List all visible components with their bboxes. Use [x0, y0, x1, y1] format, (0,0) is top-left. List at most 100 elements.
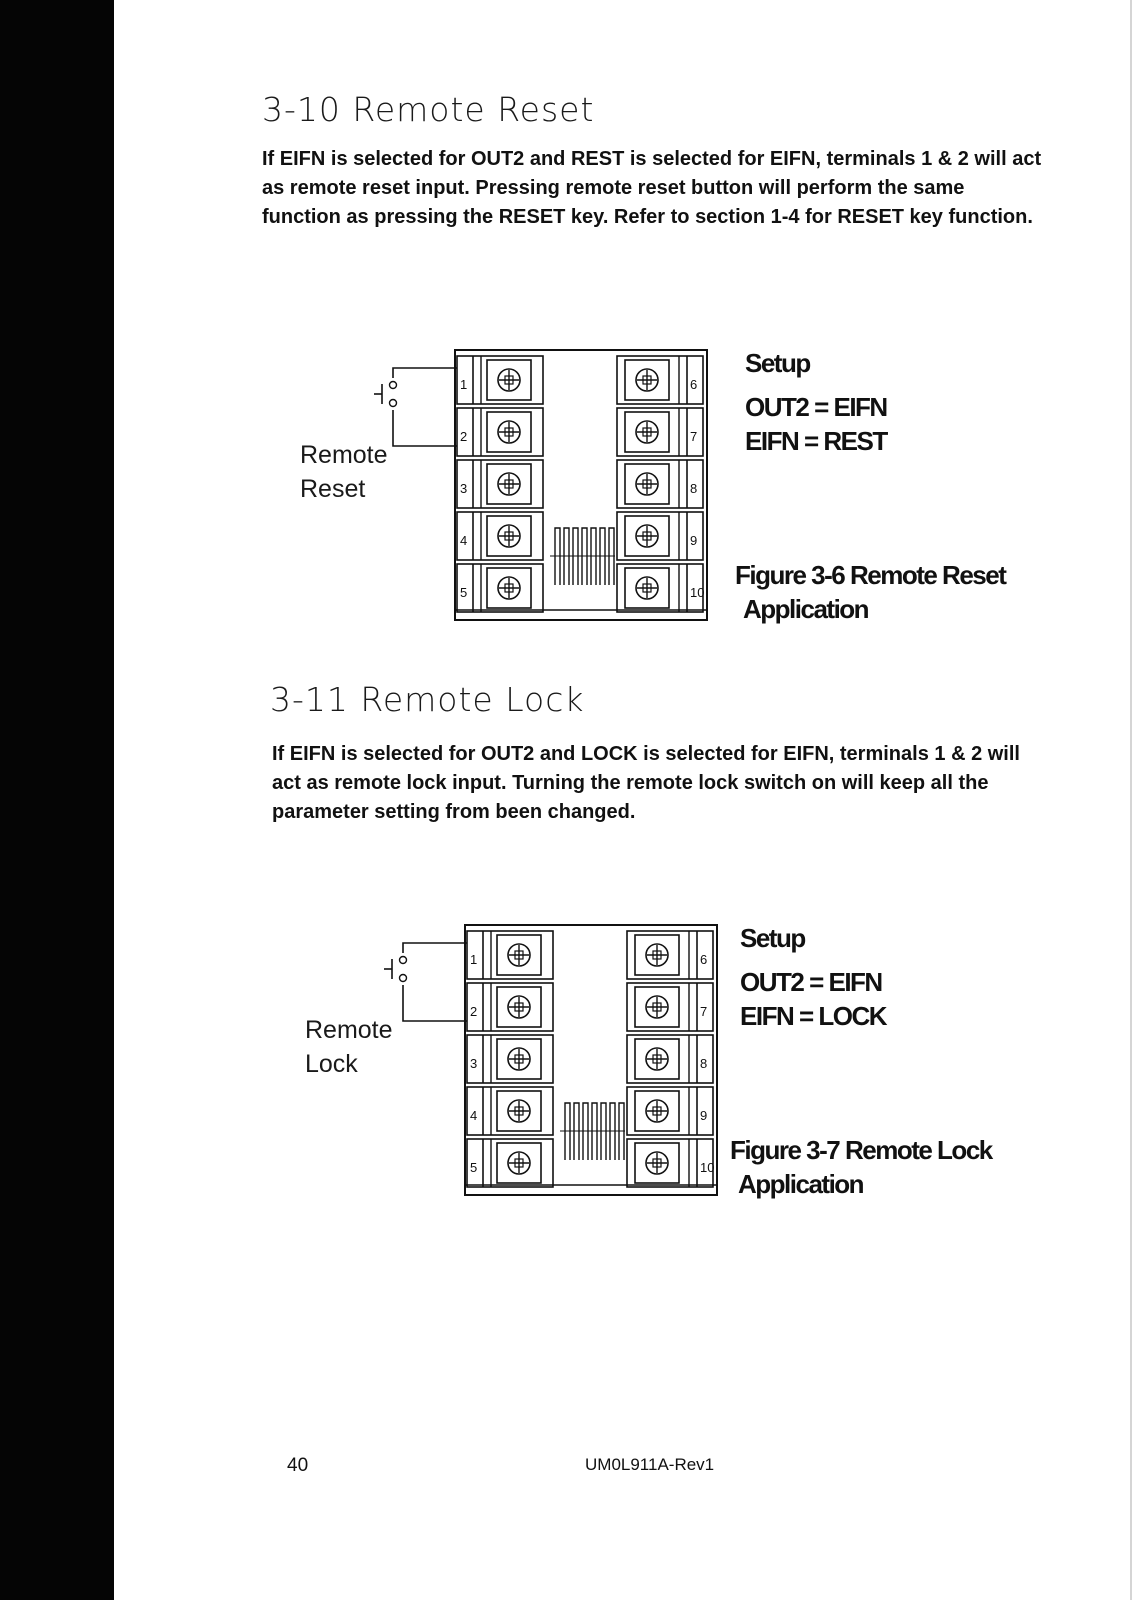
terminal-cell: [466, 1086, 554, 1136]
screw-icon: [635, 472, 659, 496]
setup-line: EIFN = LOCK: [740, 1001, 888, 1031]
terminal-number: 6: [700, 952, 707, 967]
pushbutton-switch-wiring: [384, 942, 467, 1022]
pushbutton-switch-wiring: [374, 367, 457, 447]
setup-title: Setup: [740, 923, 806, 953]
terminal-number: 7: [690, 429, 697, 444]
figure-caption-remote-lock: Figure 3-7 Remote Lock Application: [730, 1133, 993, 1201]
switch-contact: [398, 973, 408, 983]
terminal-number: 5: [460, 585, 467, 600]
terminal-cell: [616, 511, 704, 561]
terminal-number: 9: [690, 533, 697, 548]
caption-line: Application: [743, 594, 870, 624]
terminal-number: 3: [470, 1056, 477, 1071]
setup-line: OUT2 = EIFN: [740, 967, 883, 997]
screw-icon: [507, 1099, 531, 1123]
terminal-cell: [466, 1034, 554, 1084]
screw-icon: [635, 368, 659, 392]
terminal-cell: [466, 1138, 554, 1188]
section-heading-remote-lock: 3-11 Remote Lock: [270, 680, 585, 719]
switch-label-line: Reset: [300, 475, 366, 503]
figure-caption-remote-reset: Figure 3-6 Remote Reset Application: [735, 558, 1007, 626]
switch-label-remote-reset: Remote Reset: [300, 438, 388, 506]
scan-edge-line: [1130, 0, 1132, 1600]
terminal-cell: [626, 930, 714, 980]
remote-lock-wiring-diagram: 1 6 2 7 3 8 4 9 5 10: [384, 924, 718, 1196]
screw-icon: [497, 368, 521, 392]
terminal-block: 1 6 2 7 3 8 4 9 5 10: [464, 924, 718, 1196]
terminal-cell: [626, 1086, 714, 1136]
setup-block-remote-lock: Setup OUT2 = EIFN EIFN = LOCK: [740, 921, 888, 1033]
setup-title: Setup: [745, 348, 811, 378]
terminal-cell: [466, 982, 554, 1032]
terminal-cell: [616, 355, 704, 405]
screw-icon: [507, 1151, 531, 1175]
screw-icon: [645, 1151, 669, 1175]
section-reference: section 1-4: [695, 206, 800, 228]
terminal-cell: [466, 930, 554, 980]
section-paragraph-remote-lock: If EIFN is selected for OUT2 and LOCK is…: [272, 743, 1020, 823]
screw-icon: [635, 576, 659, 600]
caption-line: Figure 3-7 Remote Lock: [730, 1135, 993, 1165]
terminal-cell: [456, 459, 544, 509]
terminal-number: 1: [470, 952, 477, 967]
para-text: for RESET key function.: [799, 206, 1033, 228]
figure-remote-lock: 1 6 2 7 3 8 4 9 5 10 Remote Lock Setup OUT2 = EIF…: [300, 915, 1040, 1215]
terminal-number: 8: [690, 481, 697, 496]
terminal-block-outline: [454, 349, 708, 621]
setup-line: OUT2 = EIFN: [745, 392, 888, 422]
terminal-number: 1: [460, 377, 467, 392]
screw-icon: [645, 1047, 669, 1071]
terminal-number: 2: [460, 429, 467, 444]
terminal-number: 9: [700, 1108, 707, 1123]
switch-label-line: Lock: [305, 1050, 358, 1078]
screw-icon: [645, 943, 669, 967]
terminal-cell: [456, 511, 544, 561]
setup-line: EIFN = REST: [745, 426, 888, 456]
terminal-cell: [626, 1034, 714, 1084]
terminal-number: 4: [470, 1108, 477, 1123]
scan-border: [0, 0, 114, 1600]
switch-contact: [388, 398, 398, 408]
para-text: If EIFN is selected for OUT2 and REST is…: [262, 148, 1042, 228]
screw-icon: [507, 1047, 531, 1071]
terminal-number: 4: [460, 533, 467, 548]
section-paragraph-remote-reset: If EIFN is selected for OUT2 and REST is…: [262, 145, 1042, 232]
vent-slots: [550, 527, 615, 585]
vent-slots: [560, 1102, 625, 1160]
screw-icon: [507, 995, 531, 1019]
switch-label-remote-lock: Remote Lock: [305, 1013, 393, 1081]
setup-block-remote-reset: Setup OUT2 = EIFN EIFN = REST: [745, 346, 888, 458]
terminal-number: 7: [700, 1004, 707, 1019]
terminal-cell: [616, 459, 704, 509]
terminal-cell: [456, 563, 544, 613]
terminal-cell: [456, 355, 544, 405]
screw-icon: [507, 943, 531, 967]
terminal-cell: [456, 407, 544, 457]
document-id: UM0L911A-Rev1: [585, 1455, 715, 1474]
screw-icon: [645, 995, 669, 1019]
screw-icon: [497, 472, 521, 496]
screw-icon: [635, 524, 659, 548]
switch-label-line: Remote: [300, 441, 388, 469]
section-heading-remote-reset: 3-10 Remote Reset: [262, 90, 595, 129]
page-number: 40: [287, 1455, 309, 1476]
switch-label-line: Remote: [305, 1016, 393, 1044]
terminal-cell: [626, 1138, 714, 1188]
terminal-number: 10: [700, 1160, 714, 1175]
screw-icon: [497, 524, 521, 548]
terminal-number: 5: [470, 1160, 477, 1175]
screw-icon: [497, 576, 521, 600]
terminal-number: 8: [700, 1056, 707, 1071]
terminal-cell: [626, 982, 714, 1032]
terminal-number: 10: [690, 585, 704, 600]
screw-icon: [635, 420, 659, 444]
terminal-number: 2: [470, 1004, 477, 1019]
terminal-number: 6: [690, 377, 697, 392]
terminal-cell: [616, 407, 704, 457]
screw-icon: [497, 420, 521, 444]
switch-contact: [388, 380, 398, 390]
